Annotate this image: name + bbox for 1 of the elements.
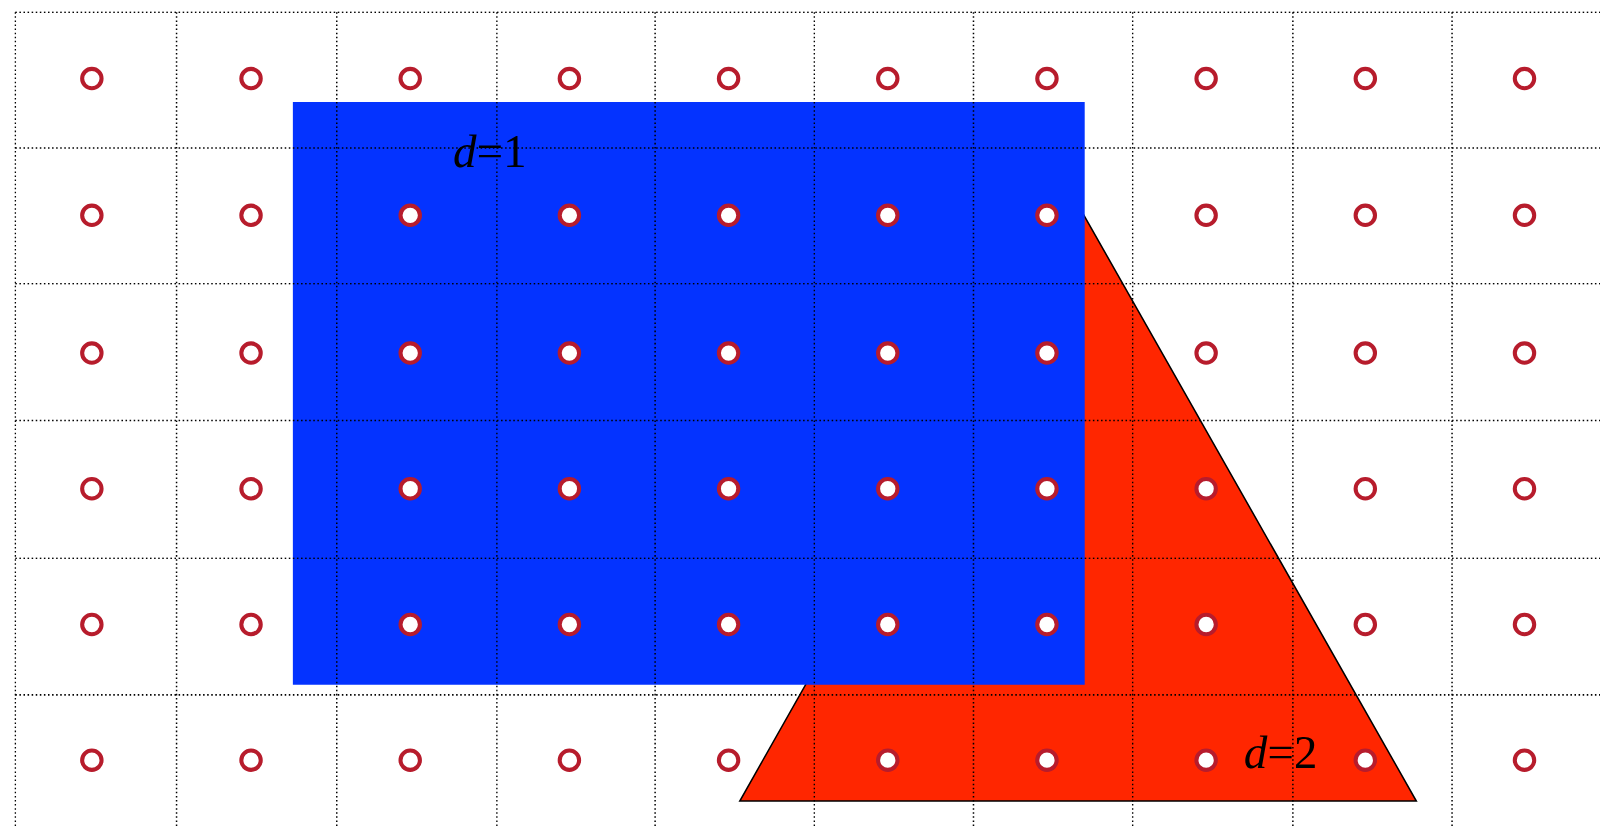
rectangle-region: d=1 bbox=[292, 102, 1085, 685]
